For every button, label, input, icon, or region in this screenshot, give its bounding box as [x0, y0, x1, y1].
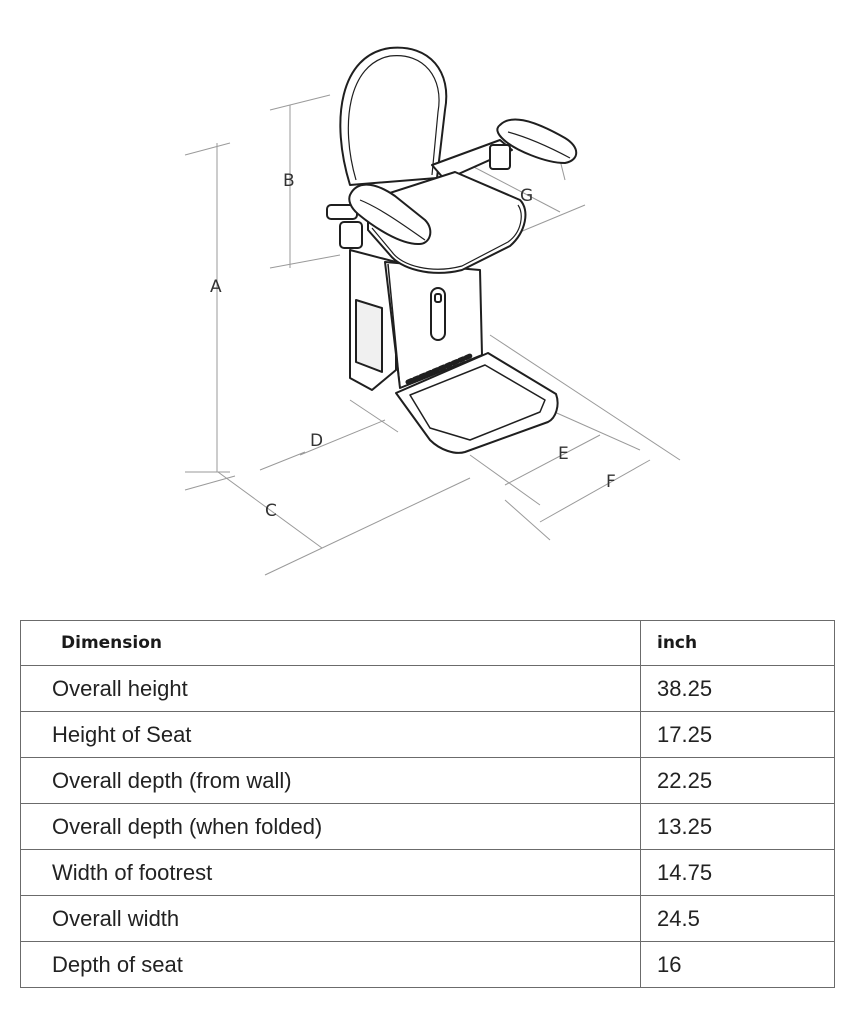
table-row: Width of footrest 14.75: [20, 849, 835, 896]
stairlift-dimension-diagram: A B C D E F G: [184, 46, 681, 576]
column-edge: [387, 263, 401, 389]
arm-pivot-right: [489, 144, 511, 170]
row-label: Overall height: [20, 665, 641, 712]
dimension-table: Dimension inch Overall height 38.25 Heig…: [20, 620, 835, 988]
carriage-panel: [355, 299, 383, 373]
table-row: Overall depth (when folded) 13.25: [20, 803, 835, 850]
row-value: 16: [640, 941, 835, 988]
row-label: Overall width: [20, 895, 641, 942]
stairlift-illustration: A B C D E F G: [184, 46, 681, 576]
dim-label-d: D: [310, 431, 323, 451]
control-toggle: [434, 293, 442, 303]
dim-e-line: [504, 434, 601, 486]
dim-label-g: G: [520, 186, 533, 206]
dim-a-top-extension: [184, 142, 231, 156]
table-row: Overall depth (from wall) 22.25: [20, 757, 835, 804]
dim-g-line: [469, 164, 561, 213]
row-value: 14.75: [640, 849, 835, 896]
dim-d-extension: [259, 451, 306, 471]
row-label: Depth of seat: [20, 941, 641, 988]
table-header-row: Dimension inch: [20, 620, 835, 666]
dim-e-extension: [469, 454, 541, 506]
dim-label-e: E: [558, 444, 569, 464]
backrest-inner-edge: [347, 55, 440, 181]
table-row: Overall width 24.5: [20, 895, 835, 942]
right-armrest-edge: [507, 131, 571, 159]
header-unit: inch: [640, 620, 835, 666]
dim-c-left-extension: [184, 475, 236, 491]
left-armrest-edge: [359, 199, 426, 241]
dim-label-b: B: [283, 171, 295, 191]
dim-d-right-extension: [349, 399, 399, 433]
dim-f-top-extension: [489, 334, 681, 461]
dim-c-line: [217, 471, 323, 549]
row-label: Height of Seat: [20, 711, 641, 758]
dim-c-bottom-extension: [264, 477, 471, 576]
dim-b-bottom-extension: [269, 254, 341, 269]
dim-d-line: [299, 419, 386, 456]
dim-f-line: [539, 459, 651, 523]
row-value: 24.5: [640, 895, 835, 942]
row-label: Width of footrest: [20, 849, 641, 896]
dim-label-f: F: [606, 472, 616, 492]
dim-e-right-extension: [549, 409, 641, 451]
row-value: 22.25: [640, 757, 835, 804]
table-row: Overall height 38.25: [20, 665, 835, 712]
dim-label-c: C: [265, 501, 277, 521]
table-row: Height of Seat 17.25: [20, 711, 835, 758]
left-pivot: [339, 221, 363, 249]
footrest-hinge: [405, 353, 473, 385]
row-value: 13.25: [640, 803, 835, 850]
seat-edge: [371, 204, 522, 270]
row-value: 38.25: [640, 665, 835, 712]
header-dimension: Dimension: [20, 620, 641, 666]
row-label: Overall depth (when folded): [20, 803, 641, 850]
dim-f-extension: [504, 499, 551, 541]
row-label: Overall depth (from wall): [20, 757, 641, 804]
row-value: 17.25: [640, 711, 835, 758]
footrest-plate: [409, 364, 546, 441]
dim-label-a: A: [210, 277, 222, 297]
dim-b-top-extension: [269, 94, 331, 111]
table-row: Depth of seat 16: [20, 941, 835, 988]
dim-g-extension: [519, 204, 586, 233]
